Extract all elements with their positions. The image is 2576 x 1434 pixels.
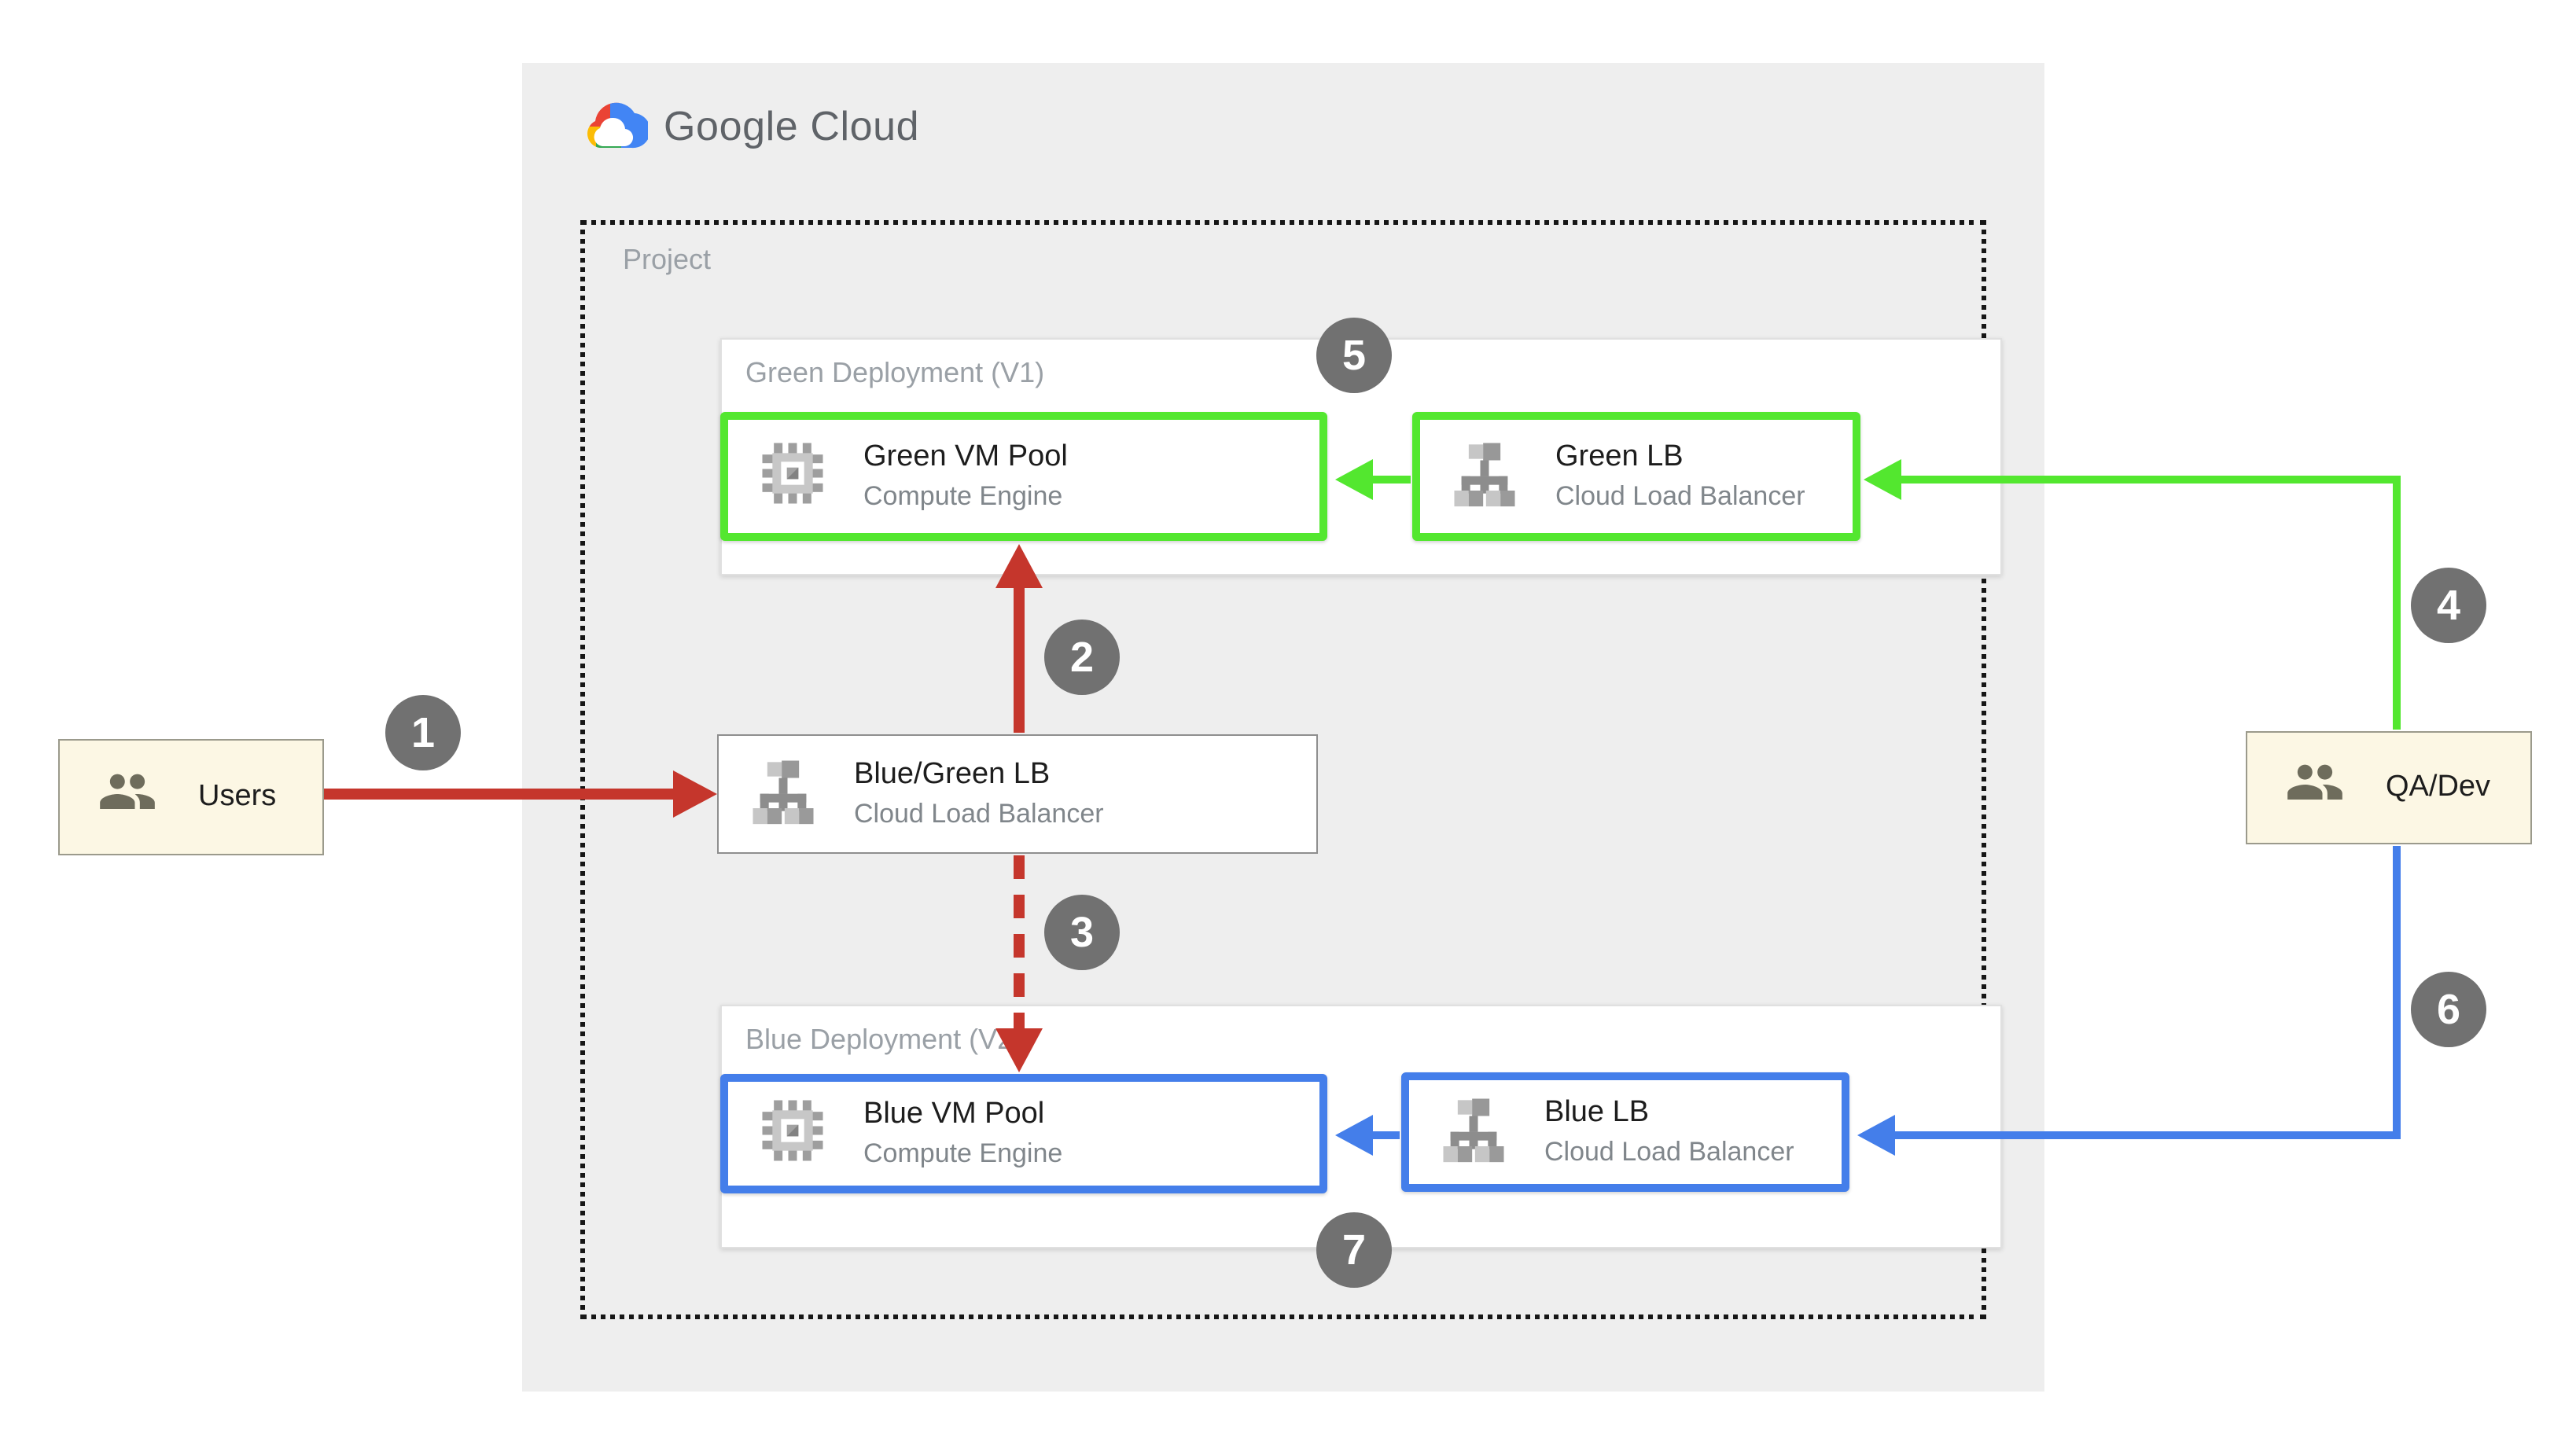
google-cloud-logo: Google Cloud bbox=[579, 97, 919, 154]
google-cloud-icon bbox=[587, 102, 648, 149]
step-badge-2: 2 bbox=[1044, 620, 1120, 695]
node-green-vm-pool: Green VM Pool Compute Engine bbox=[720, 412, 1327, 541]
node-blue-lb: Blue LB Cloud Load Balancer bbox=[1401, 1072, 1849, 1192]
load-balancer-icon bbox=[749, 756, 818, 833]
node-subtitle: Cloud Load Balancer bbox=[1555, 481, 1805, 511]
step-badge-4: 4 bbox=[2411, 568, 2486, 643]
node-subtitle: Compute Engine bbox=[863, 481, 1063, 511]
actor-label: QA/Dev bbox=[2386, 770, 2491, 803]
node-title: Green LB bbox=[1555, 440, 1684, 473]
logo-text: Google Cloud bbox=[664, 101, 920, 149]
node-green-lb: Green LB Cloud Load Balancer bbox=[1412, 412, 1860, 541]
compute-engine-icon bbox=[758, 1095, 827, 1172]
users-icon bbox=[98, 770, 157, 825]
node-subtitle: Cloud Load Balancer bbox=[854, 799, 1104, 829]
actor-users: Users bbox=[58, 739, 324, 855]
actor-qa-dev: QA/Dev bbox=[2246, 731, 2532, 844]
step-badge-1: 1 bbox=[385, 695, 461, 770]
node-subtitle: Cloud Load Balancer bbox=[1544, 1137, 1794, 1167]
node-title: Blue LB bbox=[1544, 1096, 1650, 1129]
users-icon bbox=[2285, 760, 2345, 815]
green-deployment-label: Green Deployment (V1) bbox=[745, 357, 1045, 388]
node-subtitle: Compute Engine bbox=[863, 1138, 1063, 1168]
actor-label: Users bbox=[198, 780, 277, 813]
step-badge-3: 3 bbox=[1044, 895, 1120, 970]
node-title: Blue VM Pool bbox=[863, 1098, 1045, 1131]
load-balancer-icon bbox=[1439, 1094, 1508, 1171]
node-blue-vm-pool: Blue VM Pool Compute Engine bbox=[720, 1074, 1327, 1193]
step-badge-5: 5 bbox=[1316, 318, 1392, 393]
project-label: Project bbox=[623, 244, 712, 275]
node-title: Green VM Pool bbox=[863, 440, 1068, 473]
blue-deployment-label: Blue Deployment (V2) bbox=[745, 1024, 1023, 1055]
step-badge-6: 6 bbox=[2411, 972, 2486, 1047]
node-blue-green-lb: Blue/Green LB Cloud Load Balancer bbox=[717, 734, 1318, 854]
load-balancer-icon bbox=[1450, 438, 1519, 515]
node-title: Blue/Green LB bbox=[854, 758, 1051, 791]
step-badge-7: 7 bbox=[1316, 1212, 1392, 1288]
compute-engine-icon bbox=[758, 438, 827, 515]
